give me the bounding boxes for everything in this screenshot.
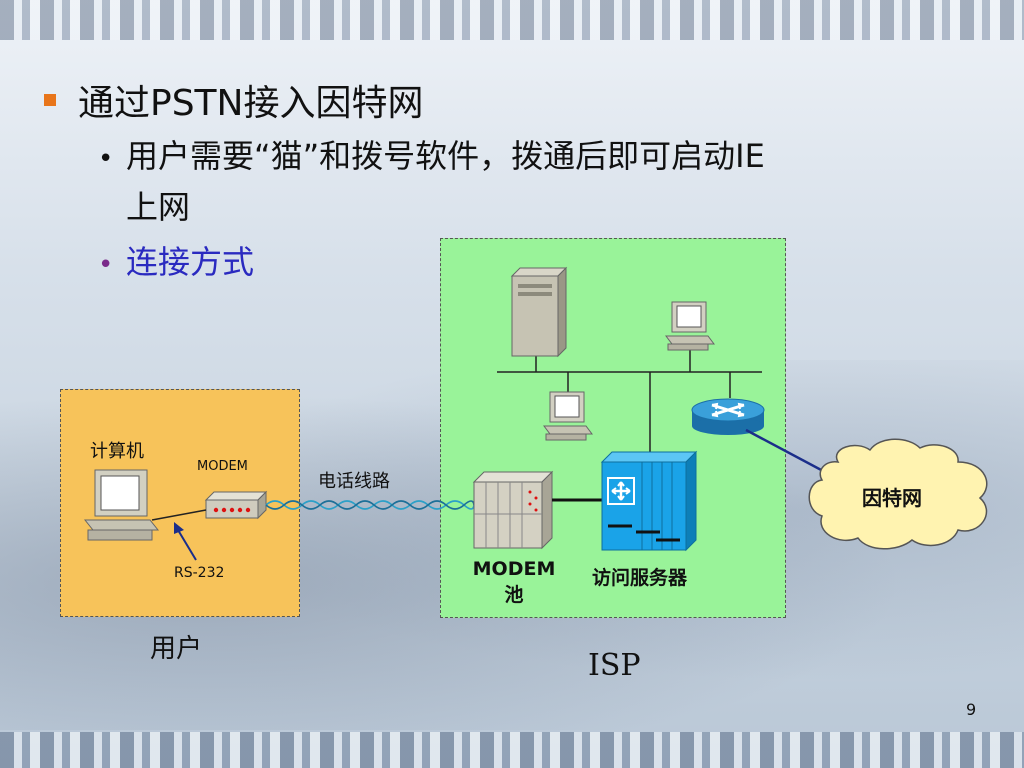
page-number: 9 [966,700,977,719]
computer-label: 计算机 [90,441,144,462]
internet-cloud-icon [808,438,988,550]
bullet-dot-icon: • [98,144,114,174]
user-label: 用户 [150,634,203,664]
rs232-cable [151,509,207,521]
modem-pool-label-line1: MODEM [472,558,556,580]
sub-bullet-1: • 用户需要“猫”和拨号软件，拨通后即可启动IE 上网 [98,132,978,231]
sub-bullet-1-continuation: 上网 [126,188,191,226]
sub-bullet-2[interactable]: • 连接方式 [98,238,254,289]
sub-bullet-2-link[interactable]: 连接方式 [126,243,255,281]
phone-line [265,500,475,510]
internet-label: 因特网 [862,486,922,510]
bullet-square-icon [44,94,56,106]
workstation-icon [665,301,715,351]
isp-label: ISP [588,648,641,683]
rs232-label: RS-232 [174,565,225,581]
bottom-border-decoration [0,732,1024,768]
access-server-label: 访问服务器 [592,567,688,589]
router-icon [691,398,765,435]
server-icon [510,266,568,358]
bullet-level1-text: 通过PSTN接入因特网 [78,83,424,124]
sub-bullet-1-text: 用户需要“猫”和拨号软件，拨通后即可启动IE [126,137,765,175]
phone-line-label: 电话线路 [318,471,390,492]
modem-label: MODEM [197,459,248,474]
access-server-icon [600,450,698,552]
user-computer-icon [83,469,160,541]
modem-pool-icon [472,470,554,550]
bullet-dot-icon: • [98,250,114,280]
bullet-level1: 通过PSTN接入因特网 [44,74,423,126]
workstation-icon [543,391,593,441]
modem-pool-label-line2: 池 [504,584,524,606]
modem-pool-label: MODEM 池 [466,558,562,607]
top-border-decoration [0,0,1024,40]
rs232-arrow [177,529,197,561]
modem-icon [204,490,268,520]
